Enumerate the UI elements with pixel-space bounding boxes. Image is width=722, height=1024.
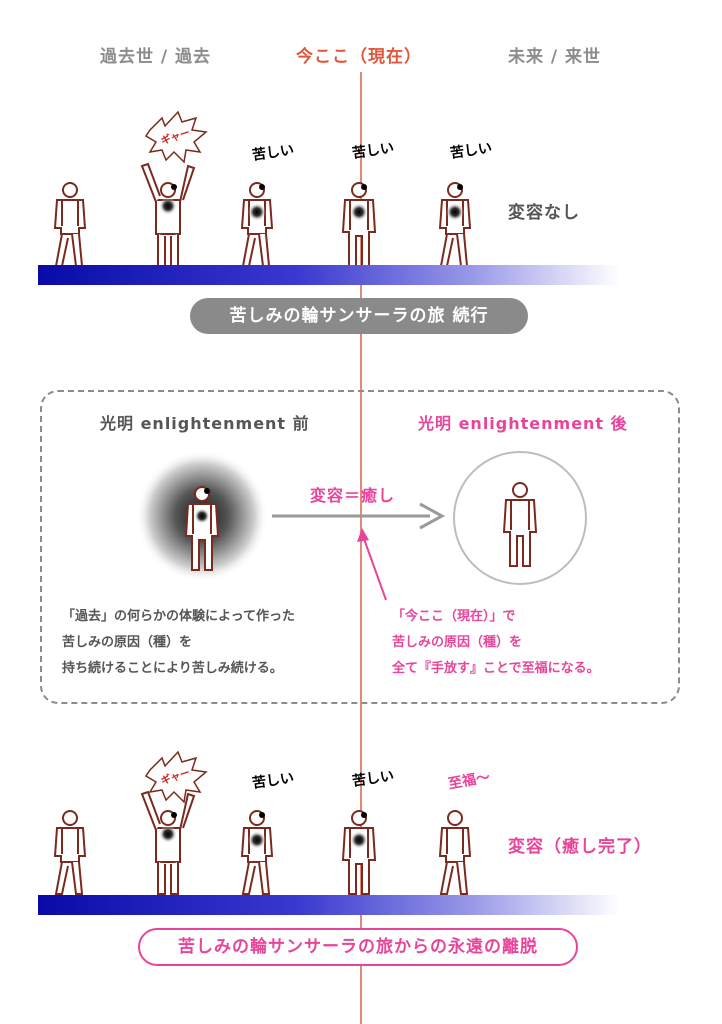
pointer-arrow-icon [357, 528, 387, 601]
before-note-line-1: 「過去」の何らかの体験によって作った [62, 609, 295, 624]
figure-suffering-2 [342, 182, 376, 267]
now-line [360, 72, 362, 1024]
figure-suffering-1 [241, 182, 273, 267]
enlightenment-box [40, 390, 680, 704]
before-title: 光明 enlightenment 前 [100, 414, 310, 433]
figure-walking [54, 810, 86, 895]
figure-screaming [141, 791, 195, 895]
after-note-line-3: 全て『手放す』ことで至福になる。 [392, 661, 600, 676]
arrow-right-icon [272, 502, 446, 530]
before-note: 「過去」の何らかの体験によって作った 苦しみの原因（種）を 持ち続けることにより… [62, 604, 295, 682]
header-future: 未来 / 来世 [508, 47, 602, 67]
status-no-change: 変容なし [508, 203, 580, 223]
figure-screaming [141, 163, 195, 267]
header-now: 今ここ（現在） [296, 47, 422, 67]
top-figures [38, 110, 620, 285]
scream-burst-icon [144, 110, 208, 164]
arrow-label: 変容＝癒し [310, 486, 396, 505]
figure-healed [439, 810, 471, 895]
timeline-bar [38, 265, 620, 285]
after-note-line-1: 「今ここ（現在）」で [392, 609, 516, 624]
middle-graphics [136, 450, 587, 601]
scream-burst-icon [144, 750, 208, 804]
before-note-line-2: 苦しみの原因（種）を [62, 635, 193, 650]
after-title: 光明 enlightenment 後 [418, 414, 628, 433]
figure-suffering-1 [241, 810, 273, 895]
figure-before [185, 486, 219, 571]
after-note: 「今ここ（現在）」で 苦しみの原因（種）を 全て『手放す』ことで至福になる。 [392, 604, 600, 682]
status-healed: 変容（癒し完了） [508, 837, 652, 857]
figure-suffering-3 [439, 182, 471, 267]
after-note-line-2: 苦しみの原因（種）を [392, 635, 523, 650]
banner-continue: 苦しみの輪サンサーラの旅 続行 [190, 298, 528, 334]
before-note-line-3: 持ち続けることにより苦しみ続ける。 [62, 661, 283, 676]
timeline-bar [38, 895, 620, 915]
banner-liberation: 苦しみの輪サンサーラの旅からの永遠の離脱 [138, 928, 578, 966]
header-past: 過去世 / 過去 [100, 47, 212, 67]
figure-suffering-2 [342, 810, 376, 895]
